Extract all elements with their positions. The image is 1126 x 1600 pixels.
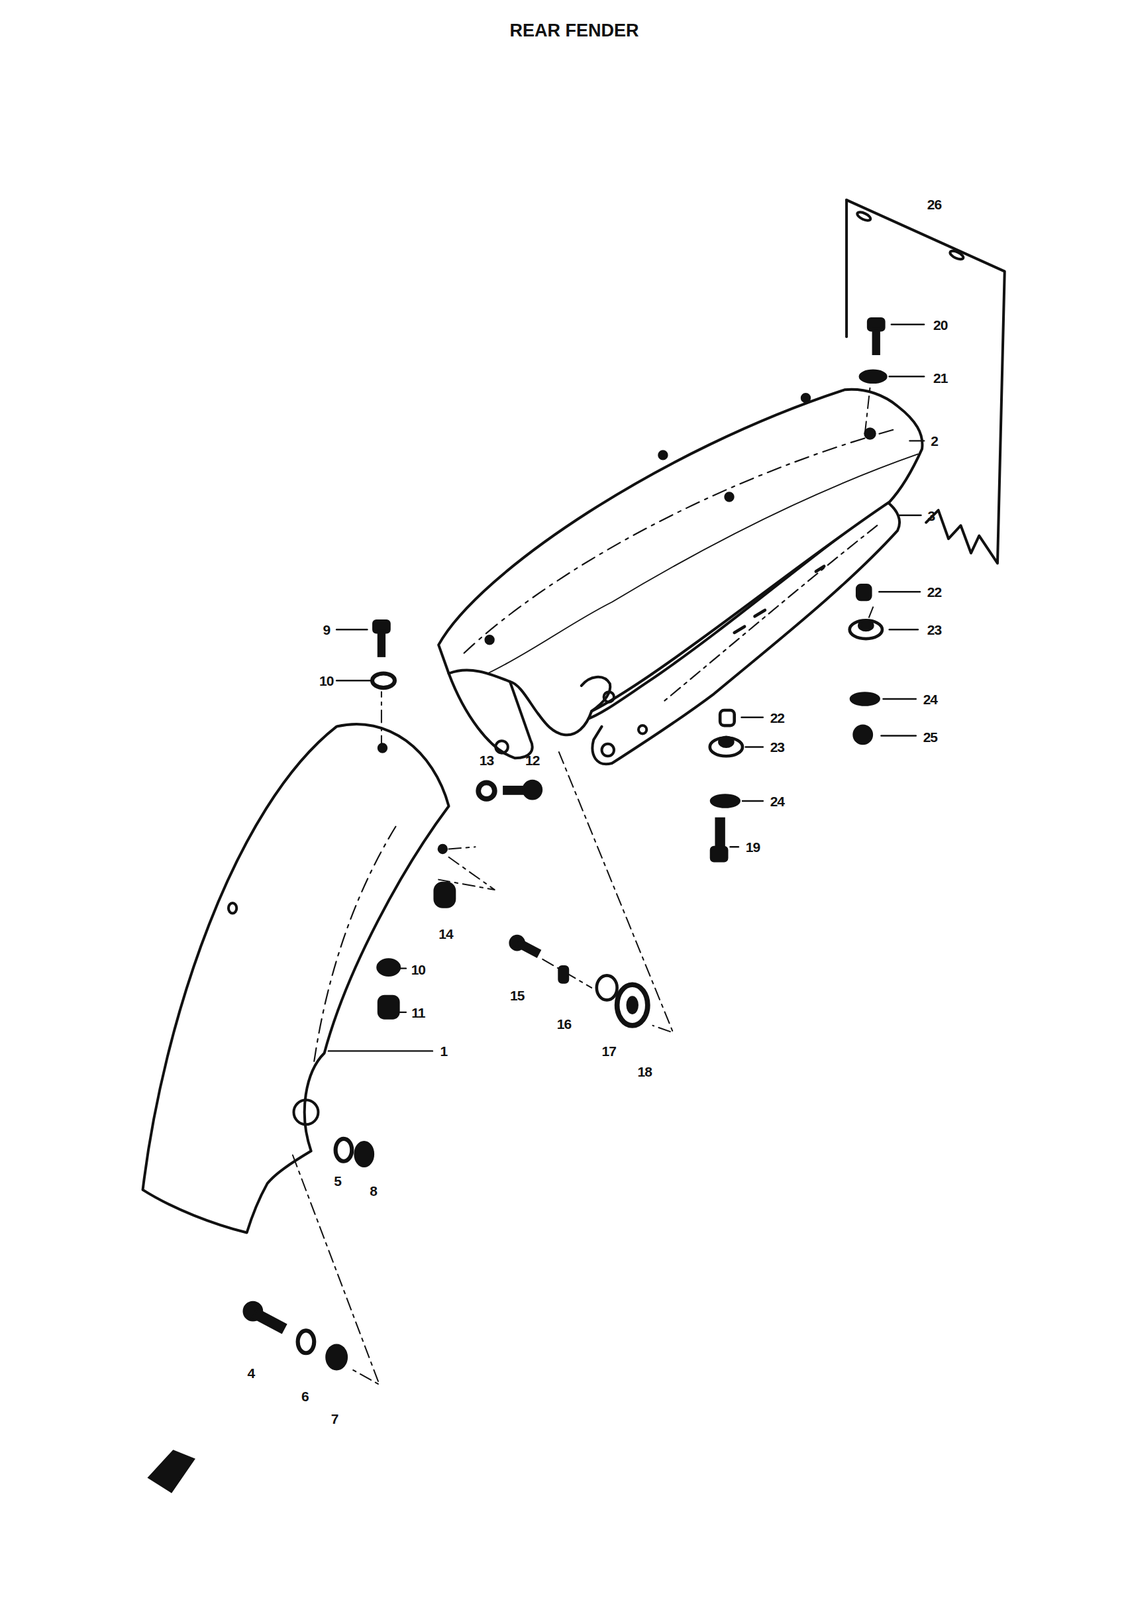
callout-number: 10 (411, 962, 426, 977)
callout-number: 8 (369, 1183, 377, 1198)
callout-number: 20 (933, 317, 948, 332)
callout-number: 9 (322, 622, 330, 637)
callout-number: 25 (923, 729, 938, 744)
callout-number: 21 (933, 370, 948, 385)
callout-number: 4 (247, 1365, 255, 1380)
callout-number: 19 (745, 839, 760, 854)
callout-number: 26 (927, 197, 942, 212)
callout-number: 11 (411, 1004, 425, 1019)
callout-number: 7 (331, 1410, 339, 1425)
callout-number: 22 (927, 584, 942, 599)
callout-number: 24 (770, 794, 785, 809)
callout-number: 23 (770, 739, 785, 754)
callout-number: 1 (439, 1043, 448, 1058)
callout-number: 14 (438, 926, 453, 941)
callout-number: 24 (923, 692, 938, 707)
callout-number: 15 (510, 987, 524, 1002)
callout-number: 5 (333, 1173, 342, 1187)
callout-number: 13 (479, 753, 494, 768)
callout-number: 6 (301, 1388, 309, 1403)
callout-number: 12 (525, 753, 540, 768)
callout-number: 2 (930, 433, 938, 448)
callout-number: 10 (319, 673, 334, 688)
callout-number: 3 (927, 508, 936, 522)
callout-number: 22 (770, 710, 785, 724)
callout-number: 23 (927, 622, 942, 637)
callout-number: 16 (557, 1016, 571, 1030)
diagram-title: REAR FENDER (509, 21, 639, 40)
callout-number: 17 (602, 1043, 616, 1058)
callout-number: 18 (637, 1064, 652, 1079)
